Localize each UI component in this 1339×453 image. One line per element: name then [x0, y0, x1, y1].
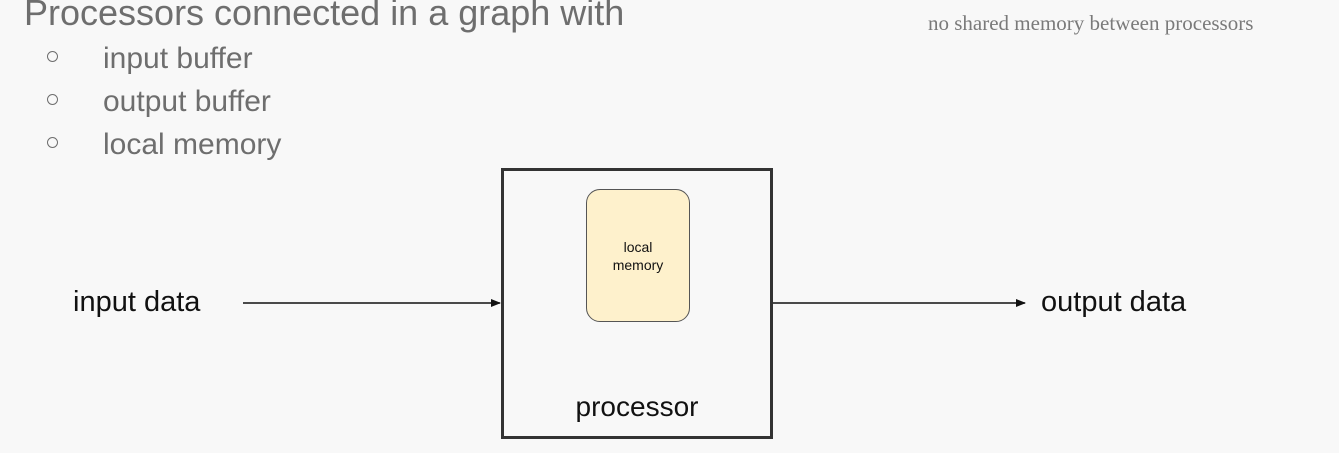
hollow-circle-bullet-icon	[47, 51, 58, 62]
output-data-label: output data	[1041, 286, 1187, 318]
slide-title: Processors connected in a graph with	[24, 0, 625, 33]
bullet-label: local memory	[103, 128, 282, 161]
bullet-list: input buffer output buffer local memory	[0, 38, 420, 167]
hollow-circle-bullet-icon	[47, 94, 58, 105]
list-item: input buffer	[0, 38, 420, 81]
input-data-label: input data	[73, 286, 201, 318]
local-memory-box: local memory	[586, 189, 690, 322]
processor-label: processor	[575, 391, 699, 422]
list-item: local memory	[0, 124, 420, 167]
local-memory-label: local memory	[612, 239, 664, 273]
bullet-label: output buffer	[103, 85, 271, 118]
slide-note: no shared memory between processors	[928, 11, 1254, 35]
bullet-label: input buffer	[103, 42, 253, 75]
list-item: output buffer	[0, 81, 420, 124]
hollow-circle-bullet-icon	[47, 137, 58, 148]
